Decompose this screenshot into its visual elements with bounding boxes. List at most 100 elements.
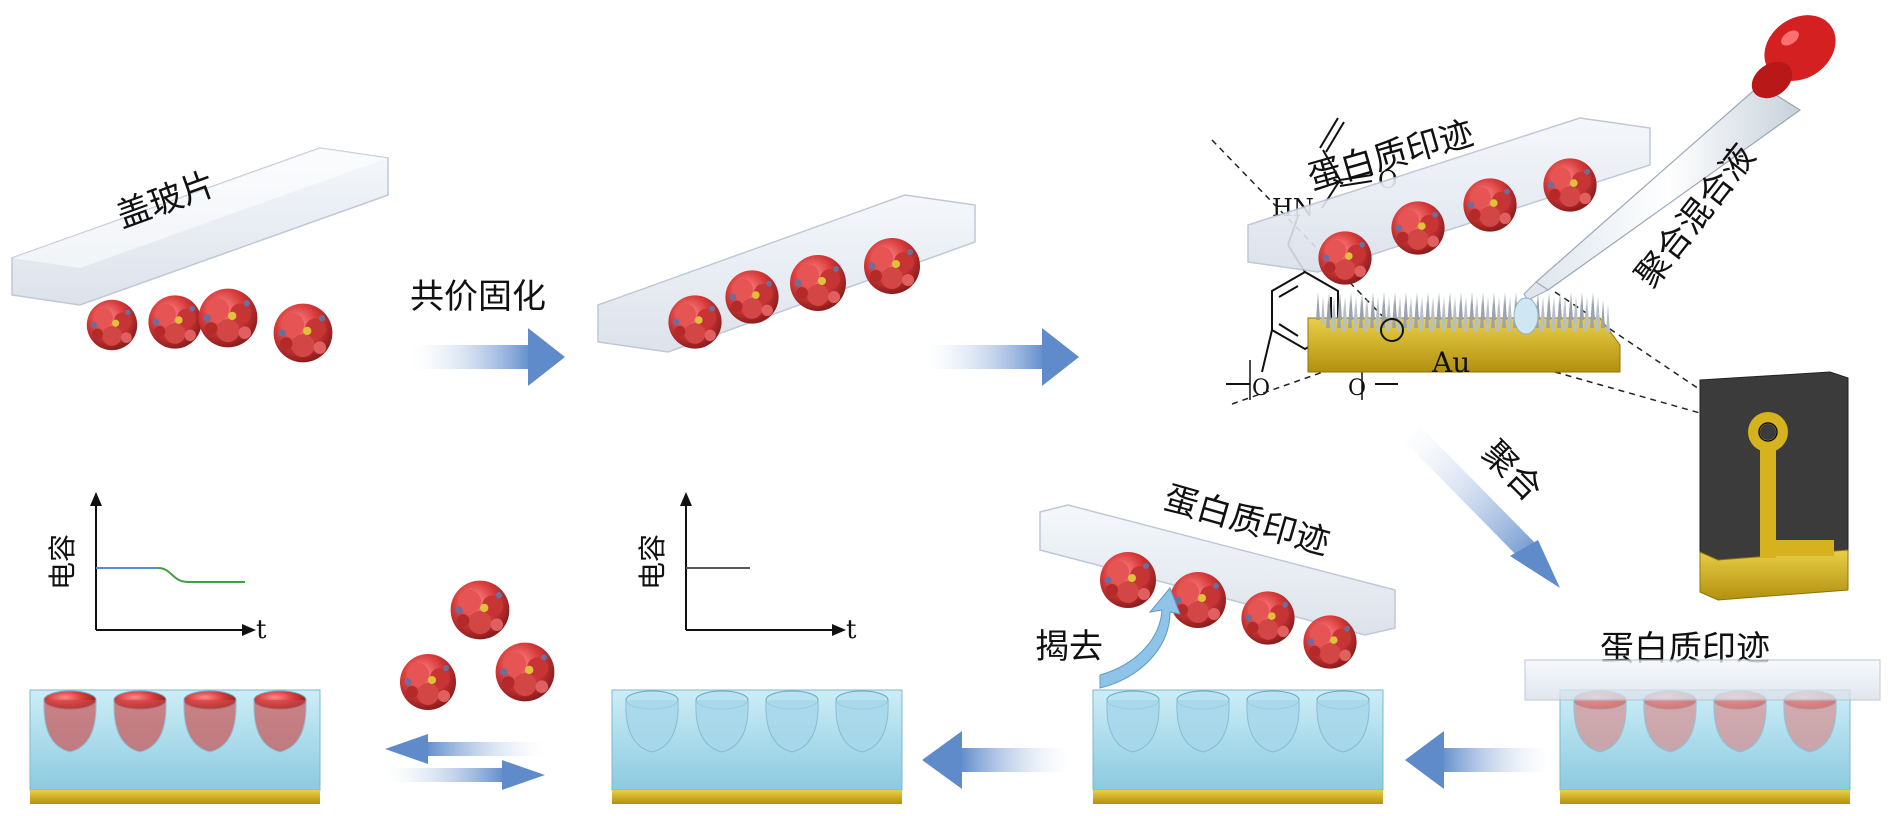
time-axis-label-1: t [256, 615, 267, 645]
protein-molecule [495, 642, 555, 702]
imprint-cavity [1783, 699, 1837, 753]
nanopillar [1474, 304, 1478, 332]
nanopillar [1403, 300, 1407, 328]
protein-molecule [1100, 552, 1156, 608]
droplet [1513, 297, 1539, 335]
process-arrow-left [922, 731, 1070, 789]
cover-slip [1524, 659, 1881, 701]
nanopillar [1458, 300, 1462, 328]
process-arrow-right [925, 328, 1079, 386]
imprint-cavity [1713, 699, 1767, 753]
process-arrow-right [412, 328, 565, 386]
protein-molecule [1318, 231, 1372, 285]
cavity-row [625, 690, 889, 753]
nanopillar [1480, 300, 1484, 328]
nanopillar [1316, 292, 1320, 320]
nanopillar [1469, 300, 1473, 328]
cavity-row [1106, 690, 1370, 753]
nanopillar [1381, 300, 1385, 328]
nanopillar [1342, 304, 1346, 332]
imprint-cavity [1176, 699, 1230, 753]
protein-molecule [450, 580, 510, 640]
nanopillar [1502, 300, 1506, 328]
protein-molecule [198, 288, 258, 348]
capacitance-chart-flat [680, 492, 846, 636]
imprint-cavity [835, 699, 889, 753]
imprint-cavity [113, 699, 167, 753]
imprint-cavity [695, 699, 749, 753]
capacitance-axis-label-1: 电容 [46, 534, 79, 590]
protein-molecule [1543, 158, 1597, 212]
drop-curve-final [157, 567, 245, 583]
gold-substrate-assembly: Au [1247, 117, 1651, 379]
nanopillar [1337, 300, 1341, 328]
process-arrow-left [1405, 731, 1550, 789]
nanopillar [1436, 300, 1440, 328]
protein-molecule [1391, 201, 1445, 255]
polymerize-arrow [1405, 426, 1560, 588]
nanopillar [1441, 304, 1445, 332]
imprint-cavity [1573, 699, 1627, 753]
imprint-cavity [43, 699, 97, 753]
nanopillar [1606, 304, 1610, 332]
nanopillar [1408, 304, 1412, 332]
cover-slip-with-proteins: 盖玻片 [11, 147, 389, 363]
covalent-immobilization-label: 共价固化 [410, 277, 546, 317]
rebound-block [29, 689, 321, 804]
pipette [1513, 15, 1836, 335]
protein-molecule [864, 238, 920, 294]
nanopillar [1491, 300, 1495, 328]
imprinted-block-with-slip [1524, 659, 1881, 804]
peel-arrow [1099, 587, 1181, 689]
protein-molecule [400, 654, 456, 710]
nanopillar [1430, 304, 1434, 332]
imprint-cavity [1106, 699, 1160, 753]
protein-molecule [1170, 572, 1226, 628]
gold-label: Au [1431, 346, 1470, 379]
zoom-circle [1380, 318, 1404, 342]
imprint-cavity [253, 699, 307, 753]
protein-molecule [725, 270, 779, 324]
protein-molecule [668, 295, 722, 349]
nanopillar [1540, 304, 1544, 332]
nanopillar [1375, 304, 1379, 332]
nanopillar [1463, 304, 1467, 332]
protein-molecule [148, 295, 202, 349]
peeled-cover-slip [1039, 504, 1396, 636]
peeled-block [1039, 504, 1396, 804]
peel-off-label: 揭去 [1035, 627, 1103, 667]
protein-molecule [86, 299, 138, 351]
protein-molecule [790, 255, 846, 311]
nanopillar [1546, 300, 1550, 328]
protein-molecule [1303, 615, 1357, 669]
time-axis-label-2: t [846, 615, 857, 645]
nanopillar [1579, 300, 1583, 328]
nanopillar [1590, 300, 1594, 328]
nanopillar [1573, 304, 1577, 332]
capacitance-axis-label-2: 电容 [636, 534, 669, 590]
nanopillar [1364, 304, 1368, 332]
monomer-o-right: O [1348, 376, 1366, 401]
imprint-cavity [1246, 699, 1300, 753]
nanopillar [1353, 304, 1357, 332]
nanopillar [1447, 300, 1451, 328]
nanopillar [1386, 304, 1390, 332]
nanopillar [1601, 300, 1605, 328]
protein-molecule [273, 303, 333, 363]
nanopillar [1397, 304, 1401, 332]
nanopillar [1551, 304, 1555, 332]
nanopillar [1507, 304, 1511, 332]
monomer-o-left: O [1252, 376, 1270, 401]
imprint-cavity [1316, 699, 1370, 753]
nanopillar [1496, 304, 1500, 332]
nanopillar [1331, 304, 1335, 332]
nanopillar [1425, 300, 1429, 328]
nanopillar [1562, 304, 1566, 332]
nanopillar [1370, 300, 1374, 328]
nanopillar [1557, 300, 1561, 328]
nanopillar [1452, 304, 1456, 332]
electrode-chip [1699, 371, 1849, 601]
protein-molecule [1463, 178, 1517, 232]
nanopillar [1485, 304, 1489, 332]
